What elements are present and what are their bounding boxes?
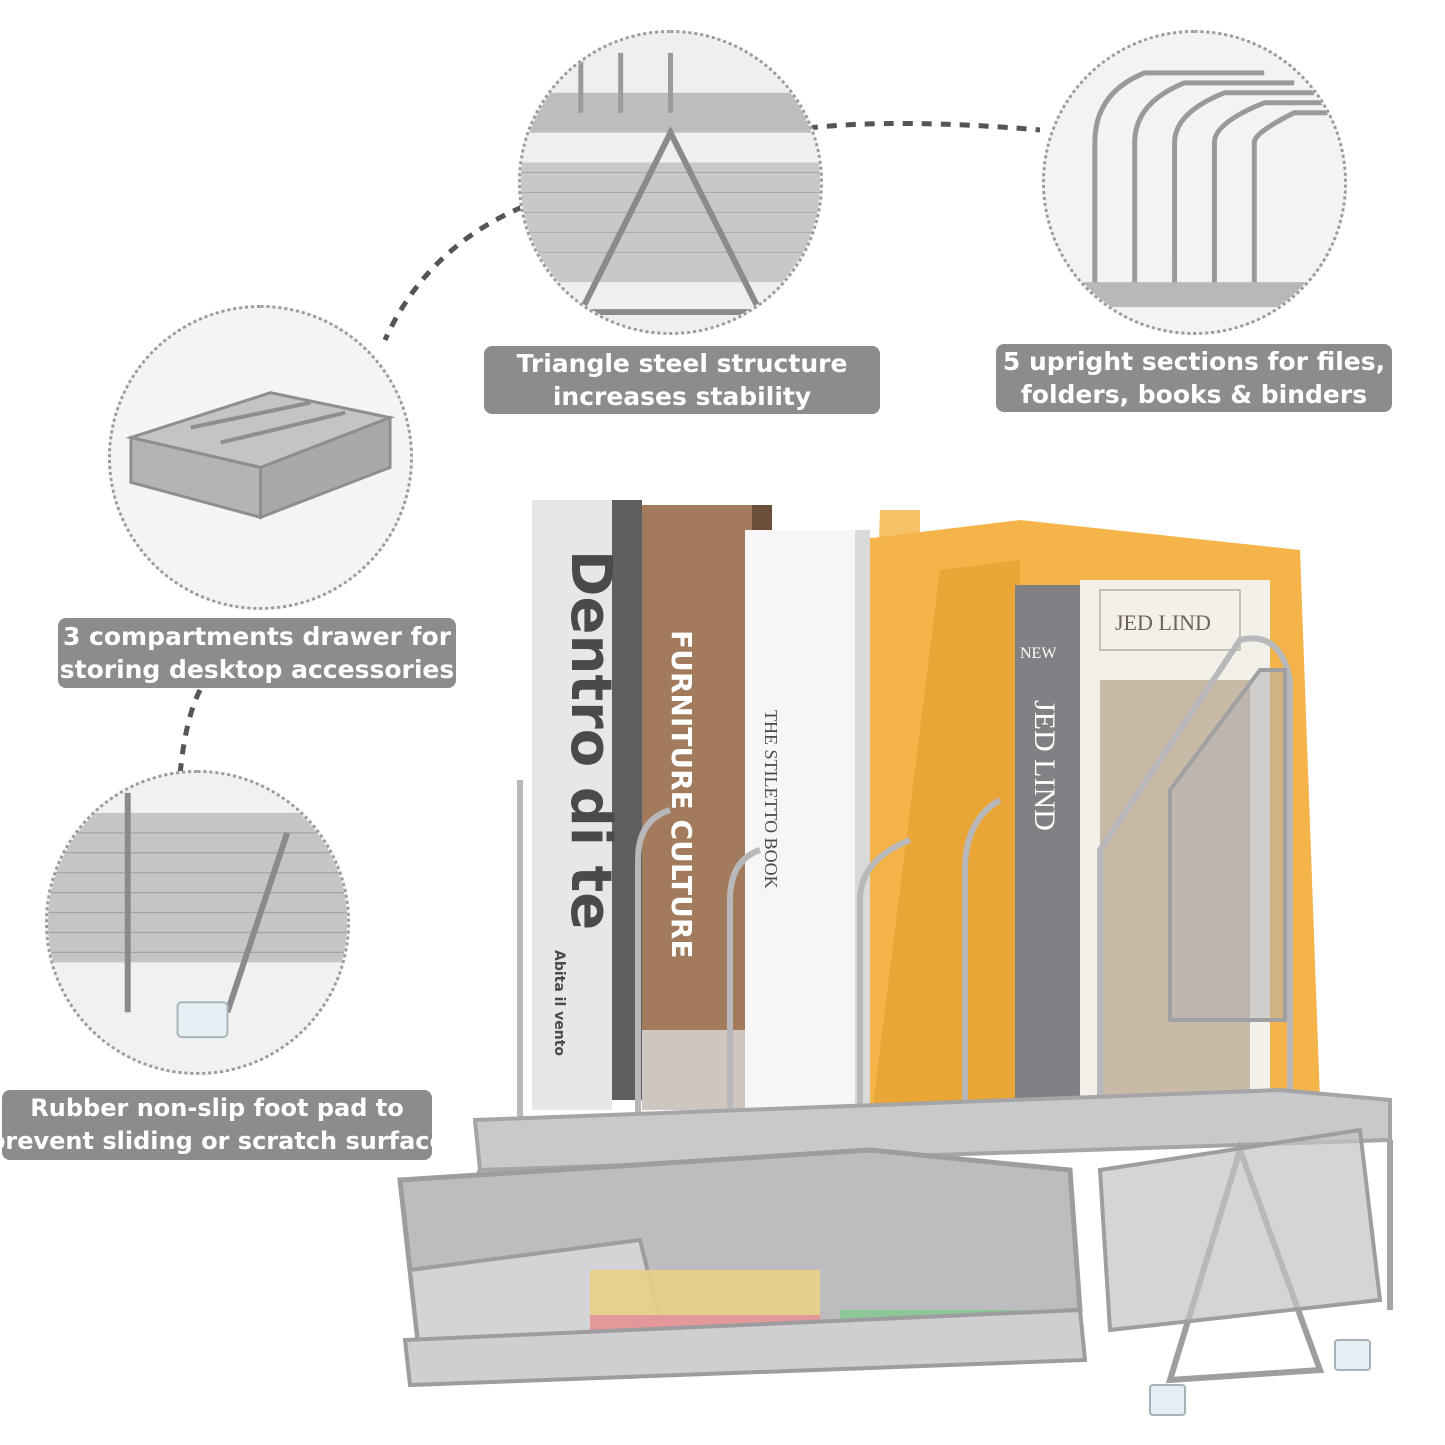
drawer-detail-image	[108, 305, 413, 610]
triangle-structure-label: Triangle steel structure increases stabi…	[484, 346, 880, 414]
drawer-label: 3 compartments drawer for storing deskto…	[58, 618, 456, 688]
book4-spine-title: JED LIND	[1028, 700, 1061, 831]
organizer-product-image: Dentro di te Abita il vento FURNITURE CU…	[397, 500, 1393, 1416]
sections-label-line2: folders, books & binders	[1020, 380, 1368, 409]
book4-badge: NEW	[1020, 645, 1057, 662]
book4-cover-title: JED LIND	[1115, 610, 1211, 635]
foot-pad-label: Rubber non-slip foot pad to prevent slid…	[0, 1090, 446, 1160]
book2-title: FURNITURE CULTURE	[665, 630, 698, 959]
book1-subtitle: Abita il vento	[551, 950, 567, 1056]
foot-pad-detail-image	[45, 770, 350, 1075]
triangle-label-line1: Triangle steel structure	[516, 349, 848, 378]
triangle-label-line2: increases stability	[552, 382, 812, 411]
book1-title: Dentro di te	[558, 550, 623, 930]
drawer-label-line2: storing desktop accessories	[59, 655, 455, 684]
book3-title: THE STILETTO BOOK	[761, 710, 781, 889]
foot-label-line2: prevent sliding or scratch surface	[0, 1127, 446, 1155]
upright-sections-detail-image	[1042, 30, 1347, 335]
triangle-structure-detail-image	[518, 30, 823, 335]
upright-sections-label: 5 upright sections for files, folders, b…	[996, 344, 1392, 412]
drawer-label-line1: 3 compartments drawer for	[62, 622, 452, 651]
sections-label-line1: 5 upright sections for files,	[1002, 347, 1386, 376]
foot-label-line1: Rubber non-slip foot pad to	[30, 1094, 404, 1122]
